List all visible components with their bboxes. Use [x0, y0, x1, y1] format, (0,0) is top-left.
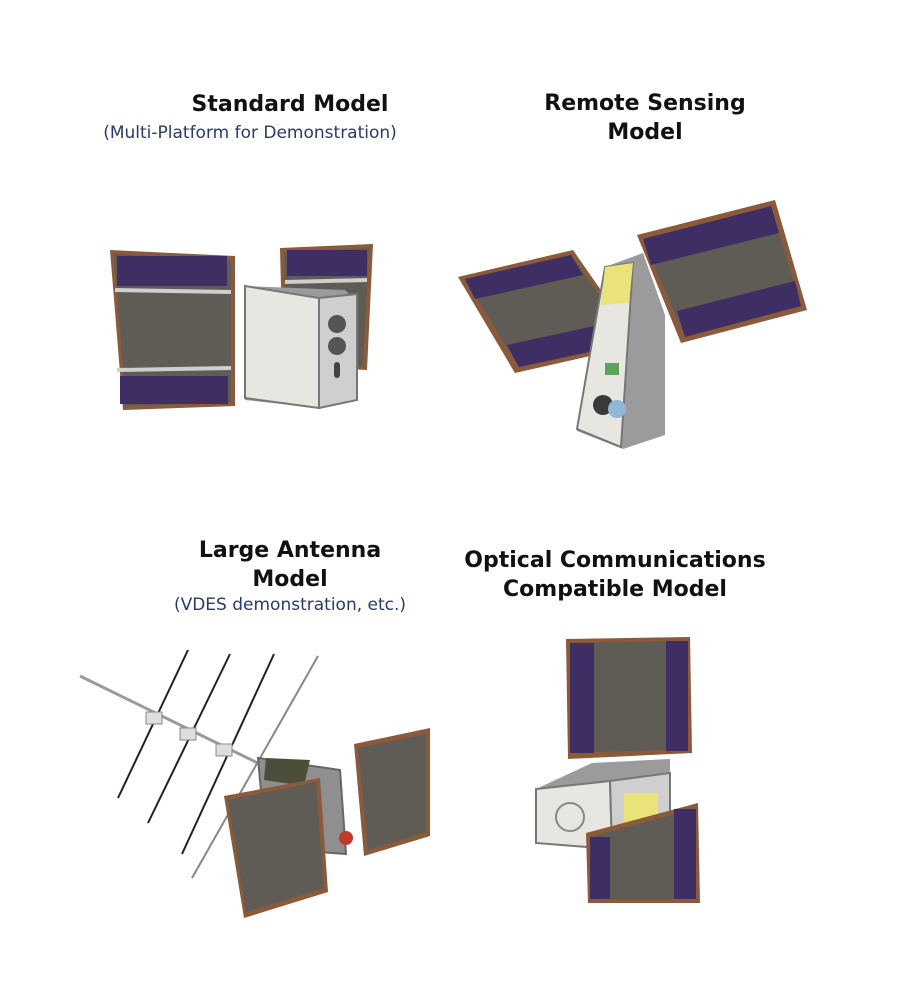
model-title-remote-sensing: Remote Sensing Model [544, 91, 746, 145]
model-title-optical-comm: Optical Communications Compatible Model [464, 548, 766, 602]
cubesat-optical-comm-icon [530, 633, 710, 908]
model-subtitle-large-antenna: (VDES demonstration, etc.) [173, 595, 407, 615]
model-title-standard: Standard Model [191, 92, 389, 117]
cubesat-standard-icon [105, 238, 385, 418]
model-title-large-antenna: Large Antenna Model [198, 538, 382, 592]
model-subtitle-standard: (Multi-Platform for Demonstration) [103, 123, 397, 143]
cubesat-large-antenna-icon [78, 648, 438, 923]
cubesat-remote-sensing-icon [455, 195, 815, 460]
